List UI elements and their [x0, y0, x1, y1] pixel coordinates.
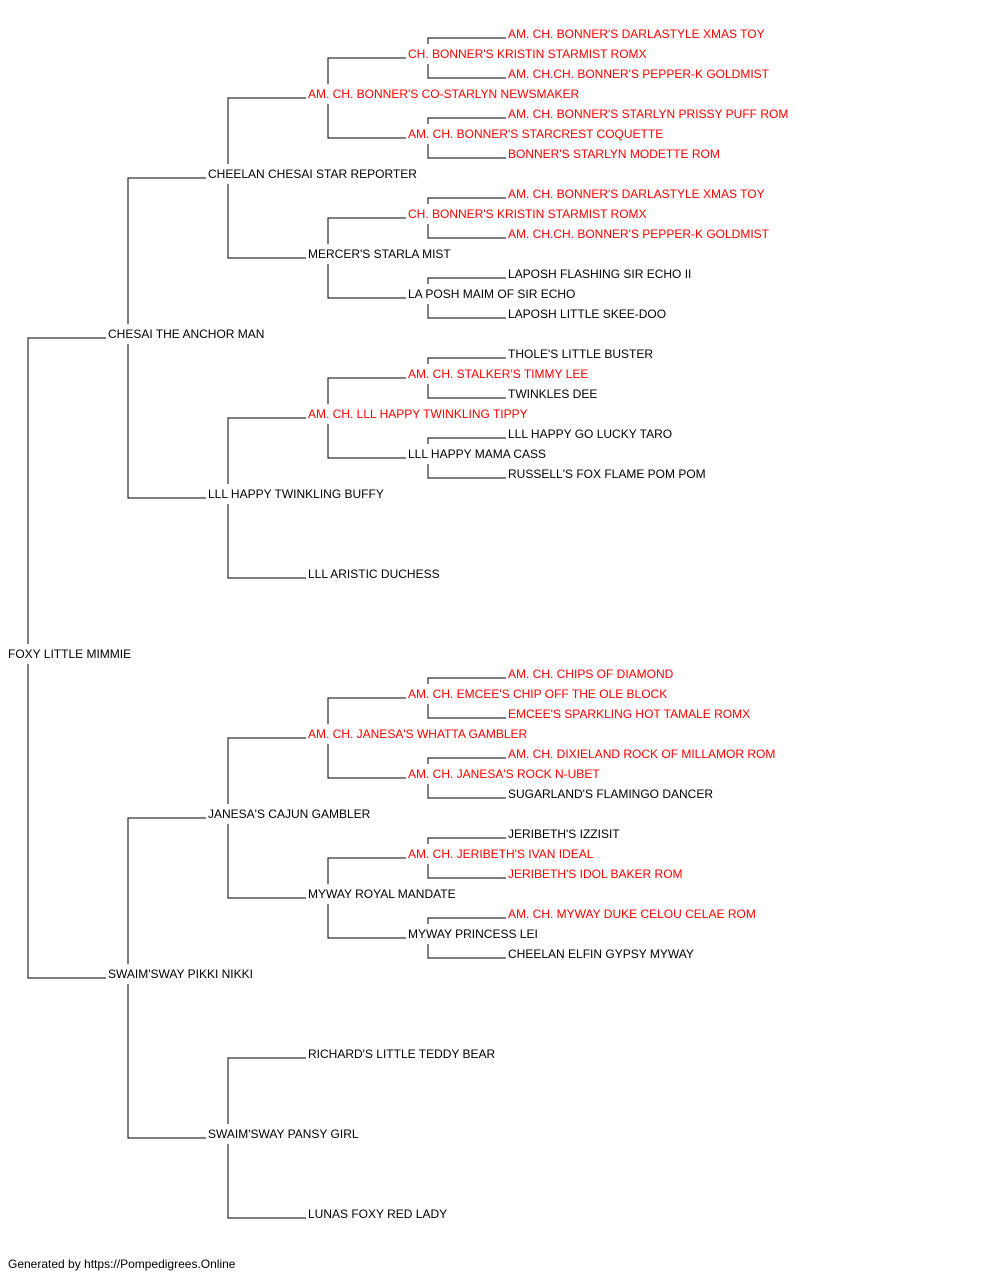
connector-subject-sire-sire-dam-sire-dam [427, 224, 506, 239]
connector-subject-dam [27, 664, 106, 979]
dog-name-subject-dam-sire-sire: AM. CH. JANESA'S WHATTA GAMBLER [308, 727, 528, 741]
connector-subject-dam-sire-sire [227, 737, 306, 804]
dog-name-subject-sire-sire-sire-sire-dam: AM. CH.CH. BONNER'S PEPPER-K GOLDMIST [508, 67, 770, 81]
connector-subject-sire-sire [127, 177, 206, 324]
connector-subject-sire-sire-sire-sire [327, 57, 406, 84]
connector-subject-sire-dam [127, 344, 206, 499]
dog-name-subject-sire-sire: CHEELAN CHESAI STAR REPORTER [208, 167, 417, 181]
dog-name-subject-sire-sire-sire-dam-sire: AM. CH. BONNER'S STARLYN PRISSY PUFF ROM [508, 107, 788, 121]
connector-subject-dam-sire-dam-sire-sire [427, 837, 506, 844]
connector-subject-dam-sire-sire-sire-sire [427, 677, 506, 684]
connector-subject-dam-sire-dam-dam-dam [427, 944, 506, 959]
connector-subject-sire-dam-sire-sire-dam [427, 384, 506, 399]
connector-subject-dam-sire-sire-dam-sire [427, 757, 506, 764]
connector-subject-sire-sire-dam-sire-sire [427, 197, 506, 204]
dog-name-subject-sire: CHESAI THE ANCHOR MAN [108, 327, 264, 341]
dog-name-subject-sire-sire-dam-sire-dam: AM. CH.CH. BONNER'S PEPPER-K GOLDMIST [508, 227, 770, 241]
connector-subject-dam-sire-sire-dam-dam [427, 784, 506, 799]
connector-subject-sire-dam-dam [227, 504, 306, 579]
dog-name-subject-sire-dam-sire-dam: LLL HAPPY MAMA CASS [408, 447, 546, 461]
dog-name-subject-sire-sire-sire: AM. CH. BONNER'S CO-STARLYN NEWSMAKER [308, 87, 580, 101]
connector-subject-dam-dam-dam [227, 1144, 306, 1219]
dog-name-subject-dam-sire-dam-sire-dam: JERIBETH'S IDOL BAKER ROM [508, 867, 683, 881]
dog-name-subject-sire-sire-sire-dam-dam: BONNER'S STARLYN MODETTE ROM [508, 147, 720, 161]
dog-name-subject-sire-sire-dam-dam-dam: LAPOSH LITTLE SKEE-DOO [508, 307, 666, 321]
connector-subject-sire-dam-sire-dam [327, 424, 406, 459]
connector-subject-dam-dam [127, 984, 206, 1139]
dog-name-subject-dam-sire: JANESA'S CAJUN GAMBLER [208, 807, 371, 821]
connector-subject-dam-sire-sire-sire-dam [427, 704, 506, 719]
connector-subject-sire-dam-sire-sire-sire [427, 357, 506, 364]
dog-name-subject-sire-sire-dam-sire-sire: AM. CH. BONNER'S DARLASTYLE XMAS TOY [508, 187, 765, 201]
dog-name-subject-dam: SWAIM'SWAY PIKKI NIKKI [108, 967, 253, 981]
connector-subject-sire-sire-sire-dam-dam [427, 144, 506, 159]
connector-subject-dam-sire-dam-sire [327, 857, 406, 884]
connector-subject-sire-sire-dam-sire [327, 217, 406, 244]
connector-subject-sire [27, 337, 106, 644]
dog-name-subject-dam-sire-dam-dam: MYWAY PRINCESS LEI [408, 927, 538, 941]
connector-subject-dam-sire-sire-dam [327, 744, 406, 779]
connector-subject-sire-sire-dam [227, 184, 306, 259]
dog-name-subject-sire-dam-sire-dam-dam: RUSSELL'S FOX FLAME POM POM [508, 467, 706, 481]
dog-name-subject-sire-sire-sire-dam: AM. CH. BONNER'S STARCREST COQUETTE [408, 127, 663, 141]
dog-name-subject-sire-dam: LLL HAPPY TWINKLING BUFFY [208, 487, 384, 501]
connector-subject-sire-sire-sire [227, 97, 306, 164]
dog-name-subject-sire-dam-sire-sire-dam: TWINKLES DEE [508, 387, 597, 401]
dog-name-subject-dam-dam-dam: LUNAS FOXY RED LADY [308, 1207, 447, 1221]
connector-subject-dam-sire-sire-sire [327, 697, 406, 724]
connector-subject-sire-sire-sire-dam-sire [427, 117, 506, 124]
dog-name-subject-sire-sire-sire-sire: CH. BONNER'S KRISTIN STARMIST ROMX [408, 47, 647, 61]
dog-name-subject-sire-dam-sire-dam-sire: LLL HAPPY GO LUCKY TARO [508, 427, 672, 441]
dog-name-subject-sire-sire-dam: MERCER'S STARLA MIST [308, 247, 451, 261]
connector-subject-sire-dam-sire-dam-sire [427, 437, 506, 444]
dog-name-subject-dam-dam: SWAIM'SWAY PANSY GIRL [208, 1127, 359, 1141]
connector-subject-sire-dam-sire-sire [327, 377, 406, 404]
dog-name-subject-dam-sire-dam-sire: AM. CH. JERIBETH'S IVAN IDEAL [408, 847, 594, 861]
connector-subject-sire-sire-sire-sire-dam [427, 64, 506, 79]
dog-name-subject-dam-sire-dam-sire-sire: JERIBETH'S IZZISIT [508, 827, 620, 841]
connector-subject-dam-sire-dam-dam [327, 904, 406, 939]
dog-name-subject-dam-sire-dam-dam-sire: AM. CH. MYWAY DUKE CELOU CELAE ROM [508, 907, 756, 921]
connector-subject-sire-sire-dam-dam [327, 264, 406, 299]
connector-subject-dam-sire-dam [227, 824, 306, 899]
connector-subject-sire-sire-sire-dam [327, 104, 406, 139]
dog-name-subject-dam-sire-sire-dam-sire: AM. CH. DIXIELAND ROCK OF MILLAMOR ROM [508, 747, 775, 761]
dog-name-subject-dam-sire-sire-sire: AM. CH. EMCEE'S CHIP OFF THE OLE BLOCK [408, 687, 667, 701]
connector-subject-dam-dam-sire [227, 1057, 306, 1124]
dog-name-subject-dam-sire-dam: MYWAY ROYAL MANDATE [308, 887, 456, 901]
dog-name-subject-sire-sire-dam-dam: LA POSH MAIM OF SIR ECHO [408, 287, 575, 301]
dog-name-subject-dam-sire-sire-sire-sire: AM. CH. CHIPS OF DIAMOND [508, 667, 674, 681]
dog-name-subject-dam-sire-sire-dam-dam: SUGARLAND'S FLAMINGO DANCER [508, 787, 713, 801]
dog-name-subject-sire-sire-dam-sire: CH. BONNER'S KRISTIN STARMIST ROMX [408, 207, 647, 221]
connector-subject-dam-sire-dam-dam-sire [427, 917, 506, 924]
connector-subject-sire-dam-sire-dam-dam [427, 464, 506, 479]
dog-name-subject-sire-dam-sire: AM. CH. LLL HAPPY TWINKLING TIPPY [308, 407, 528, 421]
connector-subject-sire-sire-dam-dam-sire [427, 277, 506, 284]
dog-name-subject-sire-dam-dam: LLL ARISTIC DUCHESS [308, 567, 440, 581]
dog-name-subject-sire-dam-sire-sire: AM. CH. STALKER'S TIMMY LEE [408, 367, 588, 381]
connector-subject-sire-sire-dam-dam-dam [427, 304, 506, 319]
dog-name-subject: FOXY LITTLE MIMMIE [8, 647, 131, 661]
dog-name-subject-dam-dam-sire: RICHARD'S LITTLE TEDDY BEAR [308, 1047, 496, 1061]
dog-name-subject-dam-sire-sire-sire-dam: EMCEE'S SPARKLING HOT TAMALE ROMX [508, 707, 750, 721]
connector-subject-sire-dam-sire [227, 417, 306, 484]
dog-name-subject-sire-sire-sire-sire-sire: AM. CH. BONNER'S DARLASTYLE XMAS TOY [508, 27, 765, 41]
dog-name-subject-dam-sire-dam-dam-dam: CHEELAN ELFIN GYPSY MYWAY [508, 947, 694, 961]
connector-subject-dam-sire [127, 817, 206, 964]
connector-subject-sire-sire-sire-sire-sire [427, 37, 506, 44]
dog-name-subject-sire-sire-dam-dam-sire: LAPOSH FLASHING SIR ECHO II [508, 267, 691, 281]
dog-name-subject-sire-dam-sire-sire-sire: THOLE'S LITTLE BUSTER [508, 347, 653, 361]
connector-subject-dam-sire-dam-sire-dam [427, 864, 506, 879]
dog-name-subject-dam-sire-sire-dam: AM. CH. JANESA'S ROCK N-UBET [408, 767, 600, 781]
generated-by-footer: Generated by https://Pompedigrees.Online [8, 1257, 236, 1271]
